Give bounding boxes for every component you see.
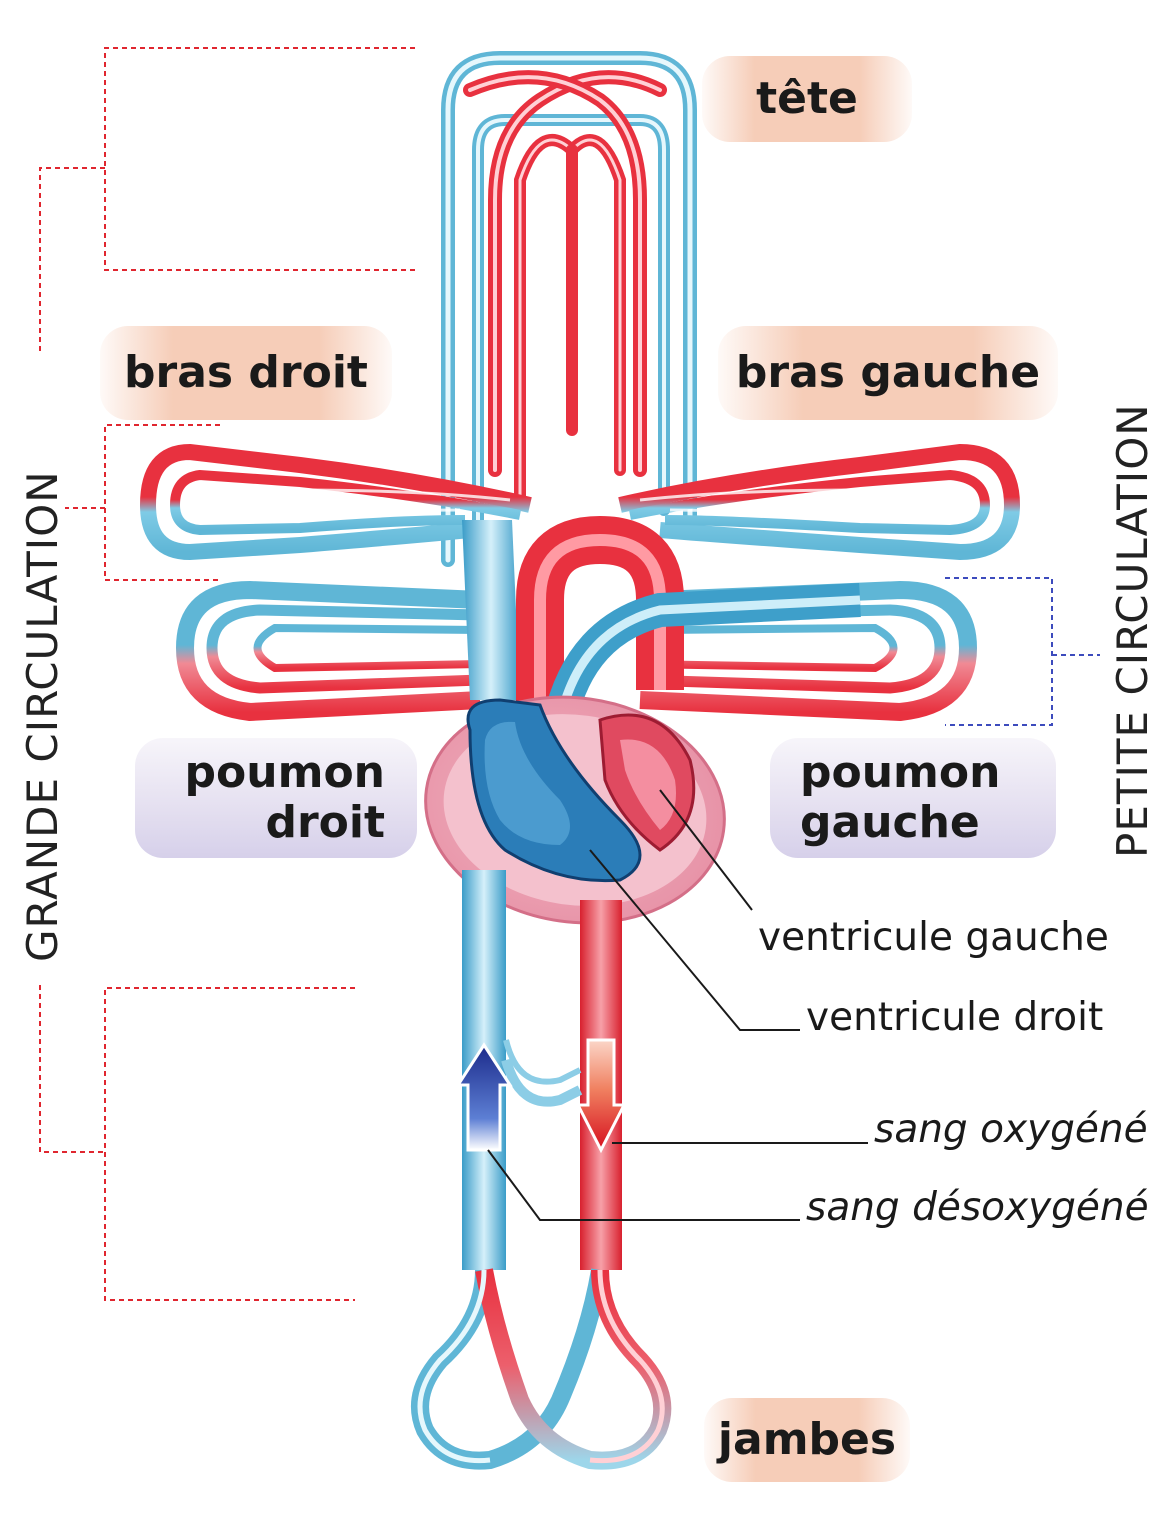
label-left-ventricle: ventricule gauche <box>758 915 1109 960</box>
deoxygenated-flow-arrow <box>455 1042 513 1152</box>
label-pulmonary-circulation: PETITE CIRCULATION <box>1108 403 1157 858</box>
bracket-arms <box>104 424 220 581</box>
head-vessels <box>441 51 697 567</box>
vena-cava-superior <box>462 520 520 700</box>
label-systemic-circulation: GRANDE CIRCULATION <box>18 470 67 962</box>
right-lung-vessels <box>175 580 481 722</box>
label-right-lung-line1: poumon <box>184 747 385 798</box>
bracket-spine-lower <box>39 985 105 1153</box>
label-oxygenated-blood: sang oxygéné <box>874 1107 1148 1152</box>
label-legs-text: jambes <box>717 1414 897 1465</box>
bracket-legs <box>104 987 355 1301</box>
label-right-arm: bras droit <box>100 326 392 420</box>
heart <box>424 695 726 925</box>
leader-left-ventricle <box>659 789 753 911</box>
bracket-head <box>104 47 415 271</box>
label-left-arm-text: bras gauche <box>735 347 1041 398</box>
systemic-brackets <box>39 47 415 1301</box>
label-right-ventricle: ventricule droit <box>806 995 1104 1040</box>
label-left-lung: poumon gauche <box>770 738 1056 858</box>
leader-right-ventricle <box>589 849 800 1031</box>
label-right-lung-line2: droit <box>265 797 385 848</box>
label-left-lung-line2: gauche <box>800 797 980 848</box>
label-right-arm-text: bras droit <box>124 347 368 398</box>
label-head: tête <box>702 56 912 142</box>
left-lung-vessels <box>639 580 978 722</box>
label-deoxygenated-blood: sang désoxygéné <box>806 1185 1149 1230</box>
pulmonary-bracket <box>945 577 1100 726</box>
legs-vessels <box>411 1268 672 1470</box>
aorta-arch <box>516 515 684 720</box>
abdominal-branch <box>501 1039 583 1107</box>
bracket-spine-upper <box>39 167 105 352</box>
right-arm-vessels <box>139 443 532 561</box>
leader-deoxygenated <box>487 1149 800 1221</box>
left-arm-vessels <box>618 443 1021 561</box>
label-left-arm: bras gauche <box>718 326 1058 420</box>
label-legs: jambes <box>704 1398 910 1482</box>
label-left-lung-line1: poumon <box>800 747 1001 798</box>
leader-lines <box>487 789 868 1221</box>
oxygenated-flow-arrow <box>575 1038 627 1154</box>
label-head-text: tête <box>756 73 858 124</box>
label-right-lung: poumon droit <box>135 738 417 858</box>
